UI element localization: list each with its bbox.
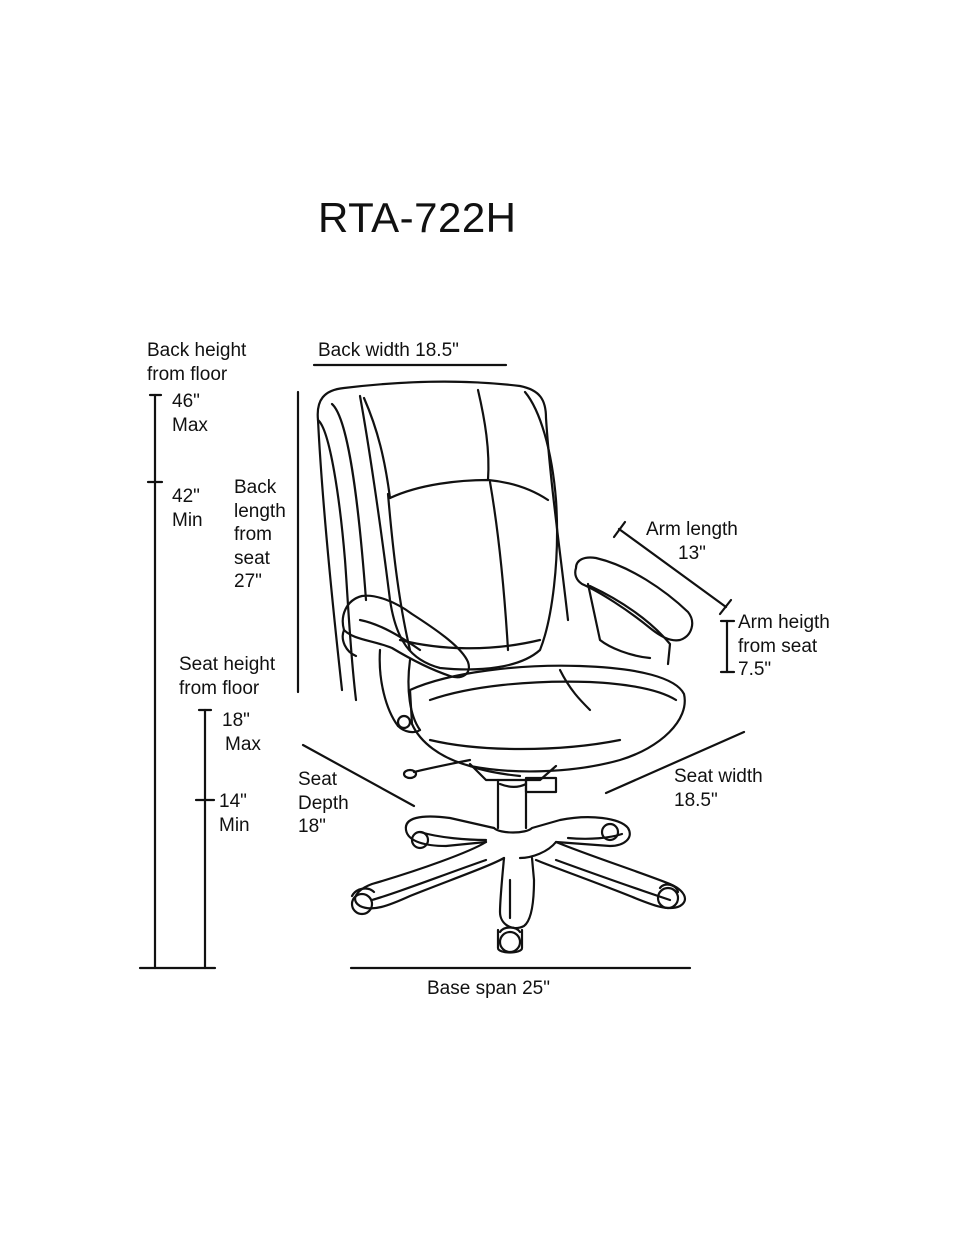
arm-height-value: 7.5" [738,659,772,680]
back-length-label-line-1: Back [234,477,277,498]
base-span-label: Base span 25" [427,978,550,999]
seat-height-label-line-1: Seat height [179,654,276,675]
seat-width-dimension-line [604,730,746,795]
seat-depth-value: 18" [298,816,326,837]
back-height-dimension-line [138,393,217,970]
seat-height-label: Seat height from floor [179,653,275,700]
seat-height-max-caption: Max [225,733,261,755]
seat-height-min-caption: Min [219,814,250,836]
arm-length-label: Arm length 13" [646,518,738,565]
arm-height-label-line-1: Arm heigth [738,612,830,633]
back-height-max-label: 46" Max [172,390,208,437]
arm-length-value: 13" [678,542,706,564]
arm-height-label-line-2: from seat [738,635,818,657]
back-length-value: 27" [234,571,262,592]
back-width-label: Back width 18.5" [318,340,459,361]
seat-height-label-line-2: from floor [179,677,260,699]
seat-height-min-label: 14" Min [219,790,250,837]
arm-length-label-line-1: Arm length [646,519,738,540]
back-height-label: Back height from floor [147,339,246,386]
arm-length-dimension-line [612,520,733,616]
back-length-label: Back length from seat 27" [234,476,286,594]
model-title: RTA-722H [318,194,517,241]
back-height-label-line-2: from floor [147,363,228,385]
seat-height-max-value: 18" [222,710,250,731]
back-height-max-value: 46" [172,391,200,412]
back-length-label-line-2: length [234,500,286,522]
seat-height-dimension-line [194,708,216,970]
back-height-min-value: 42" [172,486,200,507]
back-length-label-line-4: seat [234,547,270,569]
seat-width-label-line-1: Seat width [674,766,763,787]
seat-width-value: 18.5" [674,789,718,811]
chair-illustration [316,380,694,954]
back-height-min-caption: Min [172,509,203,531]
back-height-label-line-1: Back height [147,340,247,361]
arm-height-label: Arm heigth from seat 7.5" [738,611,830,682]
arm-height-dimension-line [719,619,736,674]
back-height-min-label: 42" Min [172,485,203,532]
back-length-label-line-3: from [234,524,272,545]
back-height-max-caption: Max [172,414,208,436]
seat-depth-label-line-1: Seat [298,769,338,790]
seat-height-max-label: 18" Max [222,709,261,756]
seat-depth-dimension-line [301,743,416,808]
seat-depth-label: Seat Depth 18" [298,768,349,839]
seat-width-label: Seat width 18.5" [674,765,763,812]
seat-height-min-value: 14" [219,791,247,812]
seat-depth-label-line-2: Depth [298,792,349,814]
